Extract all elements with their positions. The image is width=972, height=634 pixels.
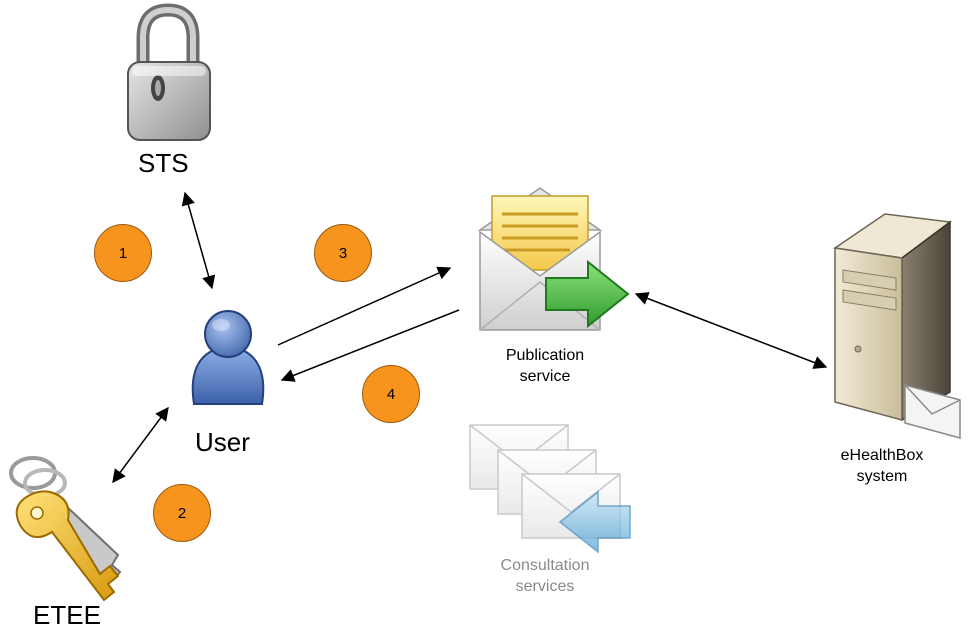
- receive-arrow-icon: [558, 490, 631, 554]
- user-icon: [191, 310, 265, 405]
- ehealthbox-label-line1: eHealthBox: [840, 447, 924, 464]
- ehealthbox-label-line2: system: [856, 468, 908, 485]
- edge-publication-ehealthbox: [634, 292, 828, 369]
- padlock-icon: [127, 3, 211, 141]
- ehealthbox-label: eHealthBox system: [822, 445, 942, 487]
- user-label: User: [195, 427, 250, 457]
- edge-user-publication: [277, 266, 452, 346]
- publication-label: Publication service: [480, 345, 610, 387]
- publication-label-line1: Publication: [505, 347, 585, 364]
- open-envelope-send-icon: [477, 187, 630, 331]
- server-tower-icon: [832, 213, 961, 439]
- step-badge-3: 3: [314, 224, 372, 282]
- publication-label-line2: service: [519, 368, 571, 385]
- step-badge-4: 4: [362, 365, 420, 423]
- edge-etee-user: [112, 406, 169, 484]
- step-badge-1: 1: [94, 224, 152, 282]
- etee-label: ETEE: [33, 600, 101, 630]
- keys-icon: [9, 456, 122, 602]
- edge-sts-user: [181, 191, 216, 290]
- step-badge-2: 2: [153, 484, 211, 542]
- consultation-label-line2: services: [515, 578, 575, 595]
- sts-label: STS: [138, 148, 189, 178]
- edge-publication-user: [280, 309, 460, 382]
- consultation-label-line1: Consultation: [500, 557, 590, 574]
- consultation-label: Consultation services: [478, 555, 612, 597]
